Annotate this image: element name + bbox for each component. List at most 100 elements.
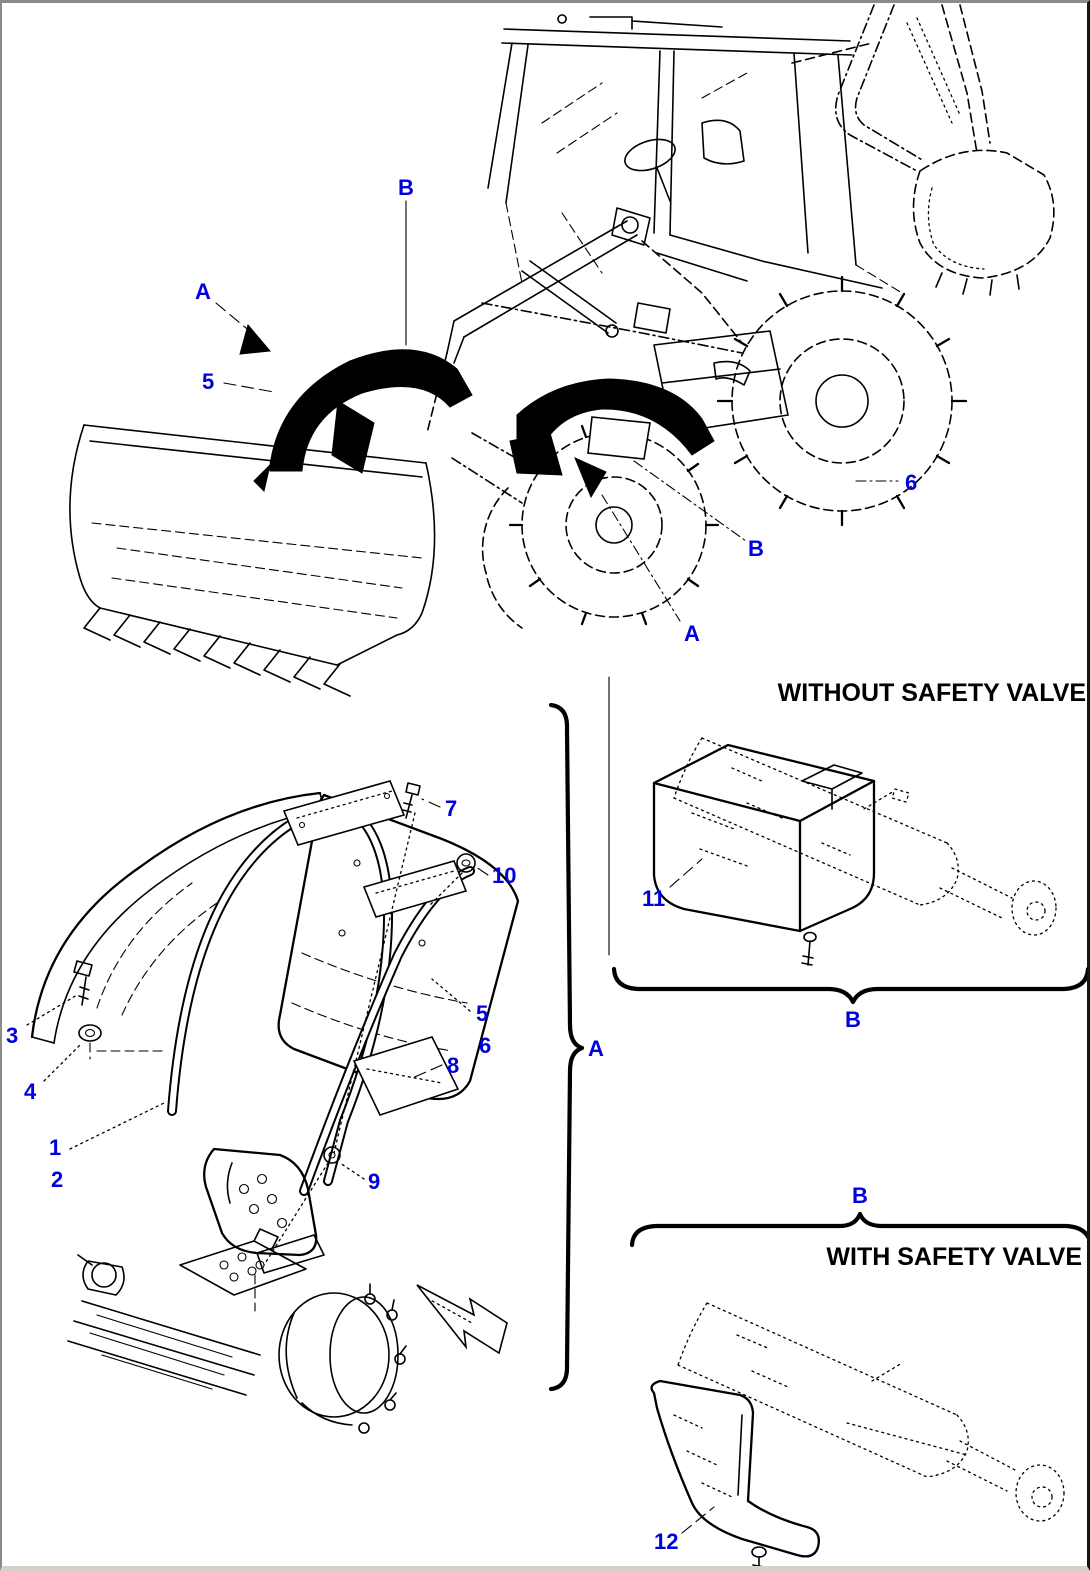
construction-line-9 xyxy=(263,1162,329,1266)
bucket-right-edge xyxy=(336,462,436,666)
bracket-foot xyxy=(256,1234,325,1274)
guard-11-hatch xyxy=(691,812,851,868)
cylinder-left-end-2 xyxy=(677,1302,708,1366)
mount-bracket-arc xyxy=(226,1162,233,1204)
leader-a-rear xyxy=(601,494,681,622)
diff-bolt xyxy=(394,1353,406,1365)
steering-wheel xyxy=(624,138,676,172)
callout-7: 7 xyxy=(445,796,457,821)
fender-crown-outer xyxy=(30,791,322,1039)
rail-pad-front-hatch xyxy=(296,790,393,819)
cab-front-post xyxy=(487,42,529,204)
bucket-teeth xyxy=(83,607,351,697)
loader-pivot-plate xyxy=(611,207,651,246)
direction-arrow xyxy=(416,1284,508,1355)
bracket-hole xyxy=(248,1203,260,1215)
washer-9-hole xyxy=(328,1151,336,1159)
guard-12-hatch xyxy=(673,1414,733,1498)
cab-roof-fittings xyxy=(557,14,723,30)
pad-screw xyxy=(298,821,306,829)
guard-11-side xyxy=(798,779,876,933)
axle-bracket-tab xyxy=(253,1228,279,1250)
section-a-brace-group: A xyxy=(548,702,604,1392)
cylinder-right-end-2 xyxy=(926,1414,969,1478)
sheet-hole xyxy=(338,929,346,937)
diff-housing xyxy=(278,1292,390,1418)
loader-pivot xyxy=(621,216,639,234)
nut-10 xyxy=(456,853,476,873)
guard-11-front xyxy=(652,781,802,933)
leader-5 xyxy=(223,382,275,393)
figure-without-safety-valve: WITHOUT SAFETY VALVE 11 B xyxy=(608,676,1087,1032)
bucket-left-edge xyxy=(69,424,101,609)
brace-b-with xyxy=(629,1211,1087,1248)
fender-front-left-tail xyxy=(253,463,271,492)
axle-bracket-hole xyxy=(229,1272,239,1282)
loader-cylinder-clevis xyxy=(605,324,619,338)
callout-brace-b-with: B xyxy=(852,1183,868,1208)
bolt-7-shaft xyxy=(402,794,413,819)
rear-wheel-outer xyxy=(731,290,953,512)
backhoe-bucket-teeth xyxy=(935,272,1020,296)
bolt-3-head xyxy=(73,960,93,977)
backhoe-bucket xyxy=(912,149,1055,279)
cylinder-clevis-pin-1 xyxy=(1026,901,1046,921)
exploded-callouts: 3 4 1 2 7 10 5 6 8 9 xyxy=(6,796,516,1194)
leader-b-rear xyxy=(633,460,747,542)
figure-with-safety-valve: B WITH SAFETY VALVE 12 xyxy=(629,1183,1087,1566)
callout-10: 10 xyxy=(492,863,516,888)
plate-8 xyxy=(352,1036,460,1116)
callout-exp-6: 6 xyxy=(479,1033,491,1058)
exploded-fender-art xyxy=(30,780,520,1312)
plate-8-hatch xyxy=(366,1068,443,1084)
diff-bolt-stubs xyxy=(369,1283,407,1401)
rear-wheel-lugs xyxy=(716,275,968,527)
title-without-safety-valve: WITHOUT SAFETY VALVE xyxy=(778,679,1086,707)
callout-b-front: B xyxy=(398,175,414,200)
axle-housing-hatch xyxy=(89,1314,233,1390)
sheet-hole xyxy=(353,859,361,867)
cylinder-right-end-1 xyxy=(919,842,959,906)
direction-arrow-hatch xyxy=(426,1297,473,1324)
callout-exp-5: 5 xyxy=(476,1001,488,1026)
leader-10 xyxy=(475,866,489,876)
machine-callouts: B A 5 6 B A xyxy=(195,175,917,646)
cylinder-barrel-2 xyxy=(677,1302,958,1478)
bolt-3-shaft xyxy=(78,976,90,1006)
leader-8 xyxy=(409,1064,443,1080)
callout-brace-a: A xyxy=(588,1036,604,1061)
axle-bracket-hole xyxy=(255,1260,265,1270)
backhoe-boom xyxy=(834,4,918,172)
cylinder-details-1 xyxy=(731,767,910,819)
leader-7 xyxy=(421,798,441,808)
front-left-wheel-arc xyxy=(481,487,523,629)
backhoe-bucket-inner xyxy=(927,187,985,270)
bolt-7-head xyxy=(405,782,421,796)
loader-cross-tube xyxy=(446,320,465,364)
guard-12-bolt xyxy=(752,1556,763,1566)
bucket-face-lines xyxy=(91,522,423,619)
frame-rail xyxy=(481,302,743,354)
axle-top-bracket xyxy=(179,1240,307,1296)
cylinder-barrel-1 xyxy=(673,737,948,906)
leader-a-front xyxy=(215,302,253,334)
callout-b-rear: B xyxy=(748,536,764,561)
bracket-hole xyxy=(238,1183,250,1195)
callout-5: 5 xyxy=(202,369,214,394)
axle-bracket-hole xyxy=(219,1260,229,1270)
backhoe-cylinder xyxy=(906,17,961,124)
cab-roof xyxy=(501,28,853,56)
fender-window xyxy=(587,416,651,460)
rail-pad-rear-hatch xyxy=(375,870,455,894)
fender-crown-inner xyxy=(53,808,325,1044)
diff-bolt xyxy=(384,1399,396,1411)
rear-wheel-rim xyxy=(779,338,905,464)
fender-crown-folds xyxy=(96,882,218,1016)
callout-brace-b-without: B xyxy=(845,1007,861,1032)
rail-front-outline xyxy=(167,797,394,1186)
washer-9 xyxy=(323,1146,341,1164)
arrowhead-a-front xyxy=(239,323,271,355)
axle-bracket-hole xyxy=(247,1266,257,1276)
fender-front-left-strap xyxy=(331,400,375,474)
front-wheel-rim xyxy=(565,476,663,574)
